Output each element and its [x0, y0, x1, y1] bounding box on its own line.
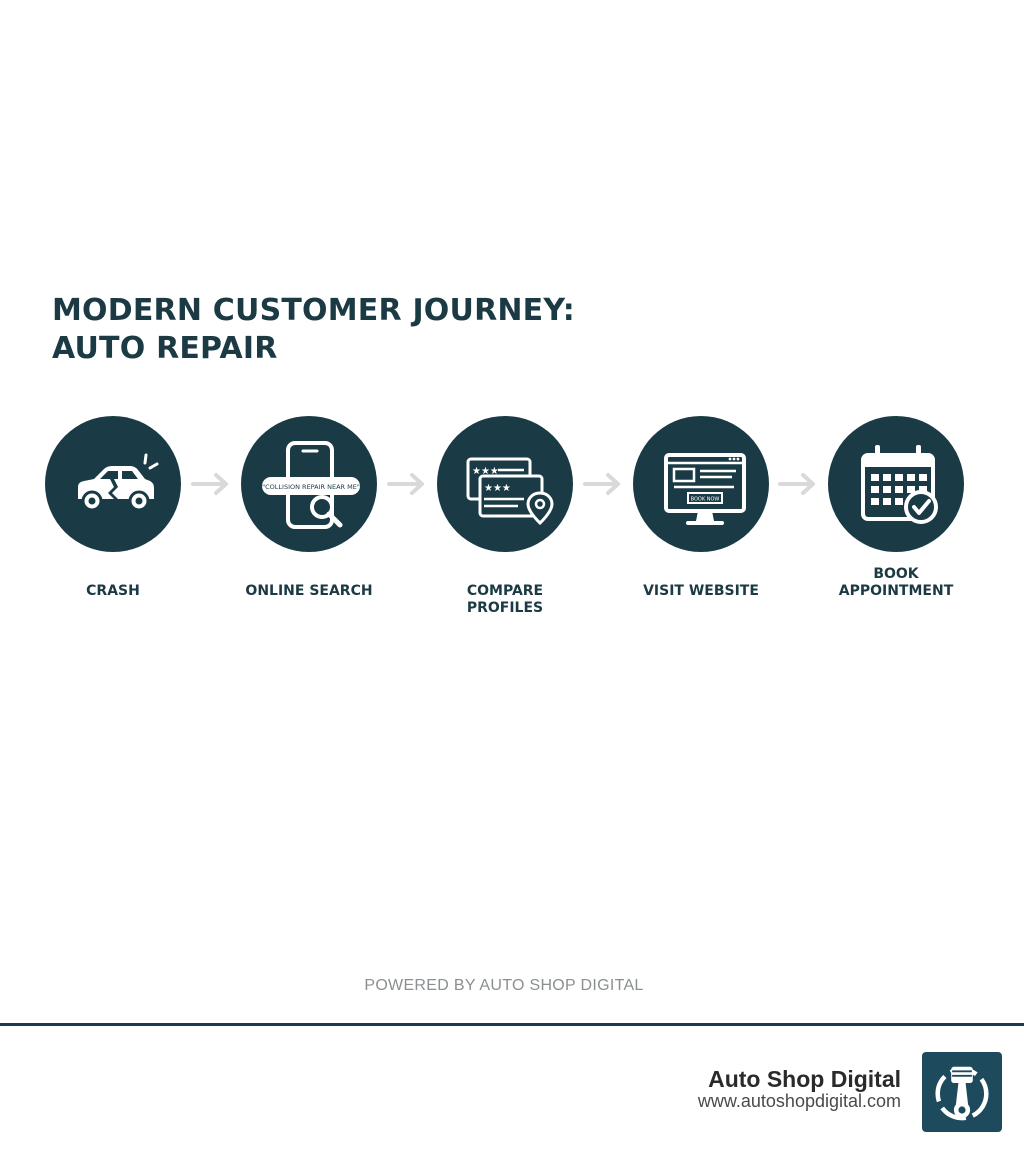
phone-search-icon: "COLLISION REPAIR NEAR ME": [262, 441, 360, 529]
step-label: VISIT WEBSITE: [643, 583, 759, 599]
journey-step-compare-profiles: ★★★ ★★★ COMPARE PROFILES: [415, 416, 595, 636]
step-label: CRASH: [86, 583, 140, 599]
step-circle: ★★★ ★★★: [437, 416, 573, 552]
title-line-1: MODERN CUSTOMER JOURNEY:: [52, 293, 575, 328]
journey-step-book-appointment: BOOK APPOINTMENT: [806, 416, 986, 636]
journey-step-online-search: "COLLISION REPAIR NEAR ME" ONLINE SEARCH: [219, 416, 399, 636]
svg-text:★★★: ★★★: [484, 483, 511, 494]
arrow-right-icon: [387, 473, 424, 495]
step-label: COMPARE PROFILES: [466, 583, 544, 616]
piston-logo-icon: [935, 1066, 989, 1121]
search-bar-text: "COLLISION REPAIR NEAR ME": [262, 483, 360, 491]
journey-step-visit-website: BOOK NOW VISIT WEBSITE: [611, 416, 791, 636]
step-label: ONLINE SEARCH: [245, 583, 373, 599]
desktop-website-icon: BOOK NOW: [664, 453, 746, 525]
arrow-right-icon: [191, 473, 228, 495]
step-circle: "COLLISION REPAIR NEAR ME": [241, 416, 377, 552]
calendar-check-icon: [861, 445, 938, 524]
page-title: MODERN CUSTOMER JOURNEY: AUTO REPAIR: [52, 292, 575, 368]
step-circle: [45, 416, 181, 552]
step-circle: BOOK NOW: [633, 416, 769, 552]
arrow-right-icon: [583, 473, 620, 495]
svg-text:★★★: ★★★: [472, 466, 499, 477]
arrow-right-icon: [778, 473, 815, 495]
title-line-2: AUTO REPAIR: [52, 331, 278, 366]
review-profiles-icon: ★★★ ★★★: [466, 457, 554, 526]
crashed-car-icon: [78, 453, 159, 512]
powered-by-text: POWERED BY AUTO SHOP DIGITAL: [364, 977, 644, 994]
book-now-button-text: BOOK NOW: [691, 497, 720, 503]
journey-step-crash: CRASH: [23, 416, 203, 636]
brand-url-link[interactable]: www.autoshopdigital.com: [697, 1091, 901, 1111]
brand-logo[interactable]: [922, 1052, 1002, 1132]
step-label: BOOK APPOINTMENT: [838, 566, 954, 599]
step-circle: [828, 416, 964, 552]
footer-divider: [0, 1023, 1024, 1026]
brand-name: Auto Shop Digital: [708, 1066, 901, 1092]
